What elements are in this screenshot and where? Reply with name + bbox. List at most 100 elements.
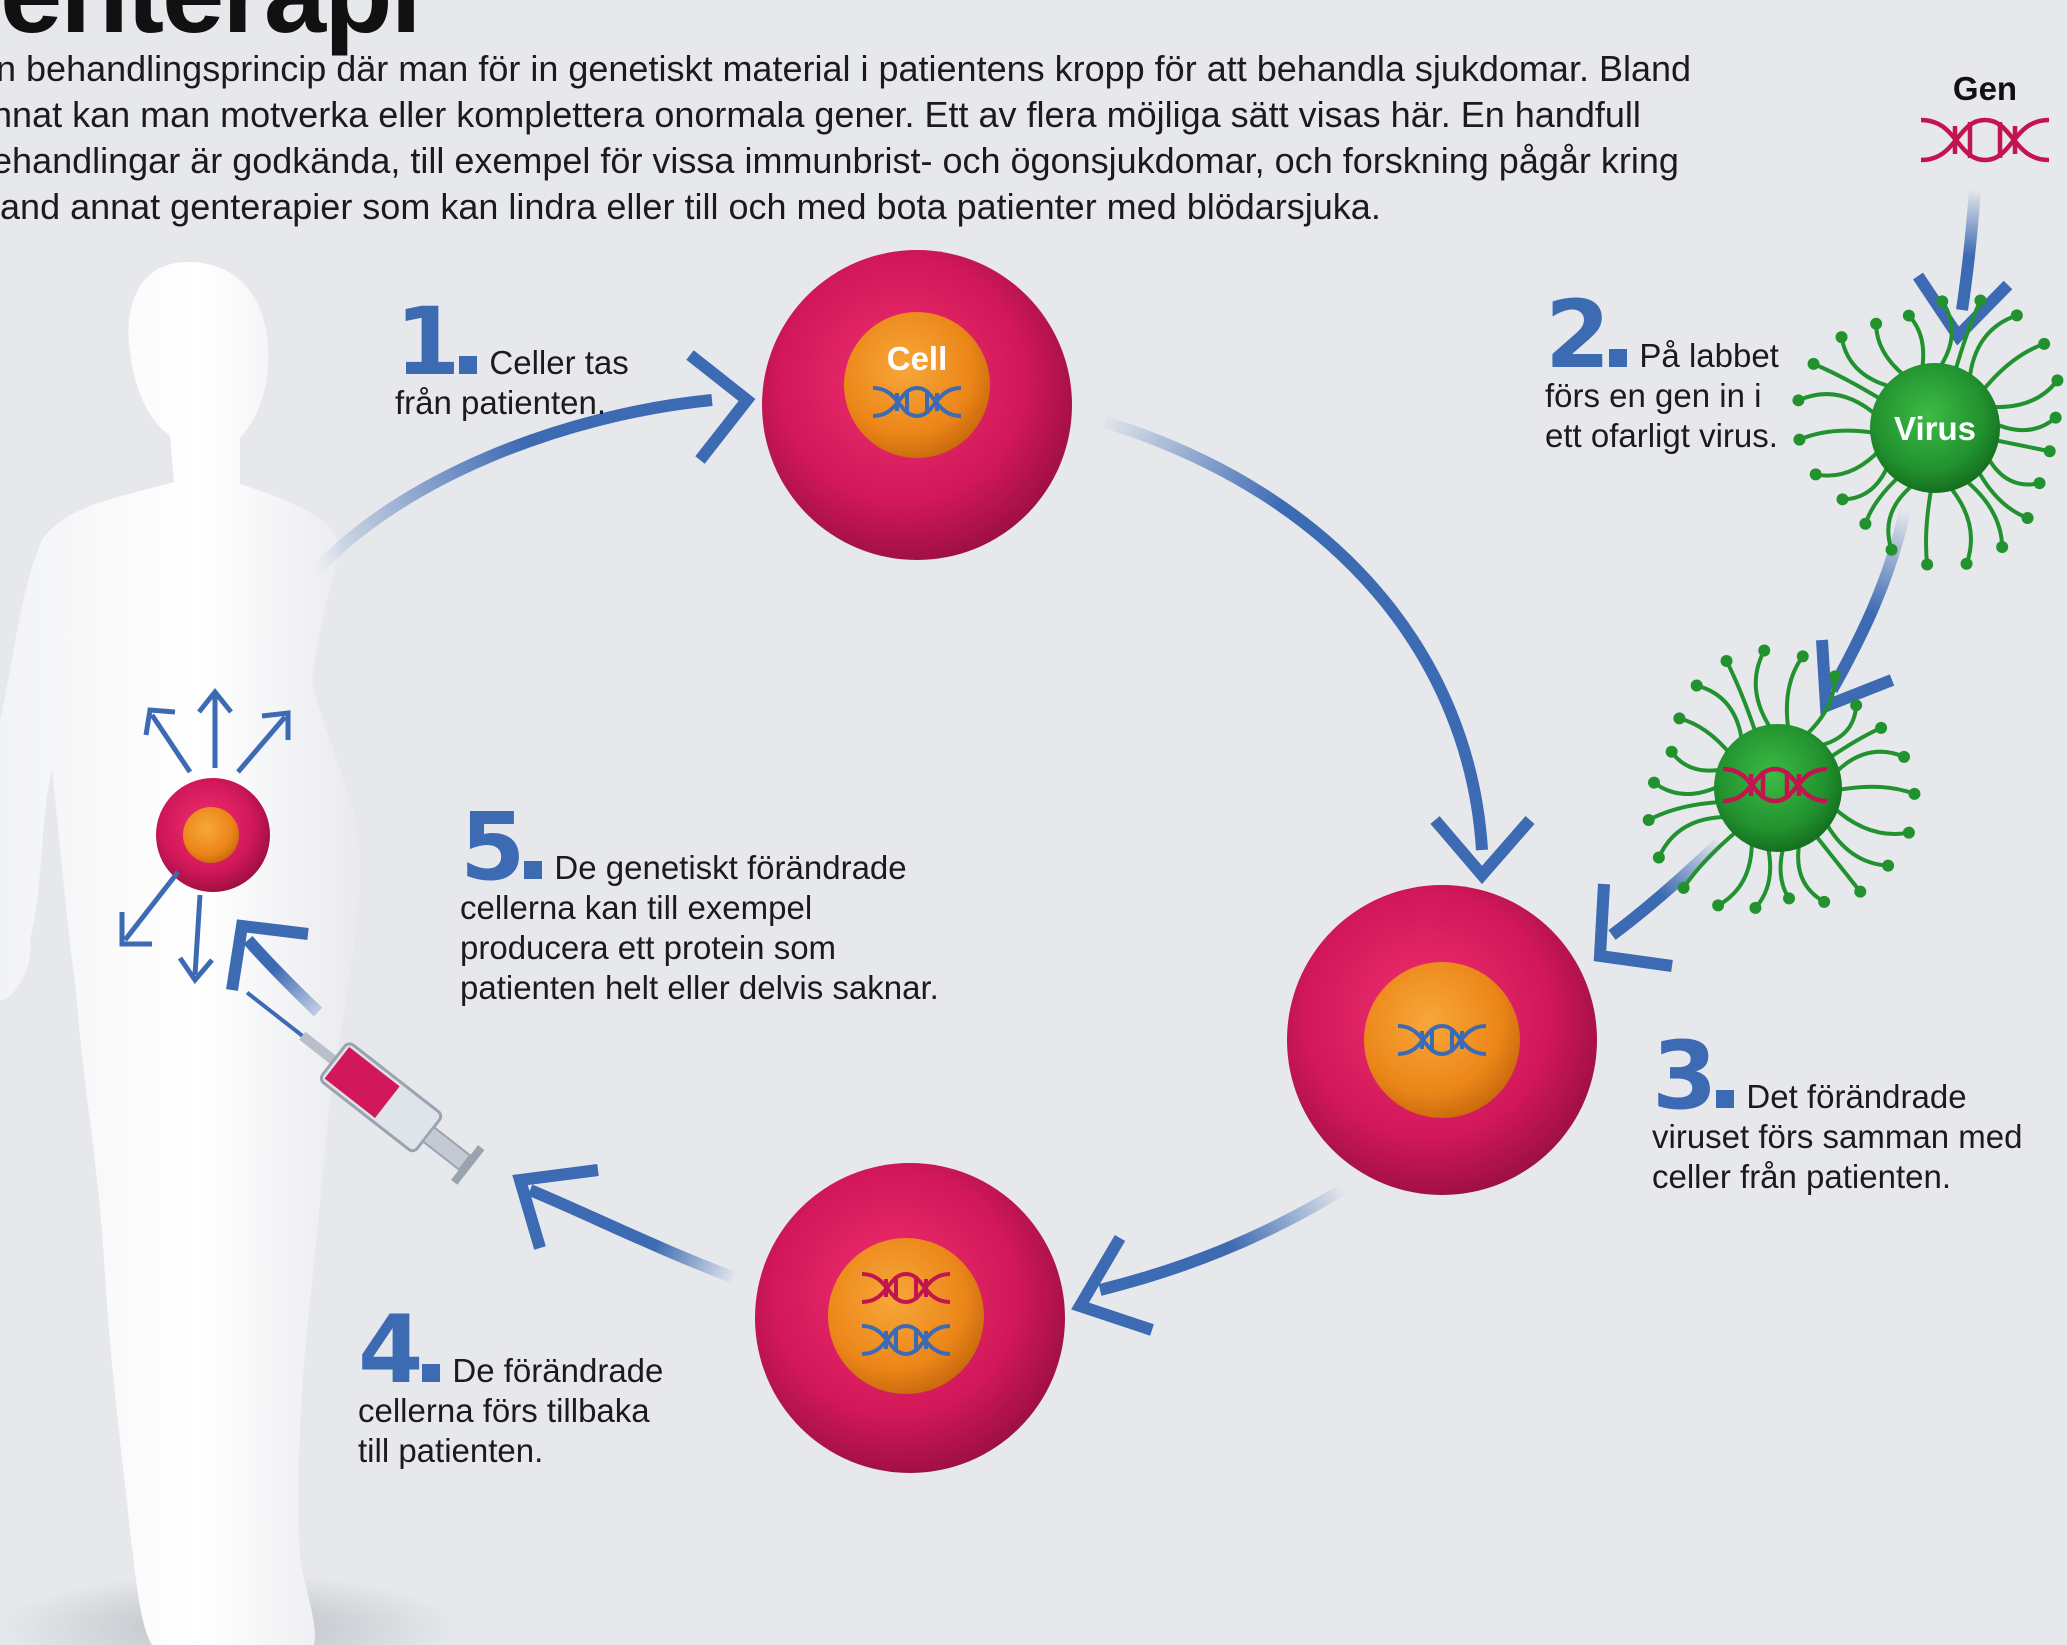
arrow-cycle-left [527, 1184, 738, 1284]
virus-spike-tip [1720, 654, 1733, 667]
virus-gene-icon [1722, 766, 1828, 804]
step-text: patienten helt eller delvis saknar. [460, 969, 939, 1006]
virus-spike [1874, 323, 1908, 379]
virus-spike-tip [1859, 517, 1872, 530]
virus-spike [1796, 841, 1826, 904]
virus-spike-tip [1796, 650, 1809, 663]
virus-spike-tip [1665, 745, 1678, 758]
step-number: 1 [395, 288, 460, 397]
virus-spike [1924, 486, 1934, 565]
virus-body [1870, 363, 2000, 493]
virus-spike [1670, 750, 1724, 773]
virus-spike [1989, 379, 2060, 410]
arrow-gene-to-virus [1956, 189, 1981, 311]
virus-spike [1797, 392, 1880, 418]
step-text: från patienten. [395, 384, 606, 421]
step-number: 3 [1652, 1022, 1717, 1131]
virus-spike [1946, 483, 1973, 565]
step-marker [524, 861, 543, 879]
intro-line: En behandlingsprincip där man för in gen… [0, 48, 1692, 89]
virus-spike [1696, 683, 1745, 744]
virus-label: Virus [1894, 410, 1976, 447]
virus-icon [1792, 294, 2064, 571]
virus-spike [1979, 341, 2045, 394]
virus-spike-tip [2021, 511, 2034, 524]
virus-spike-tip [1850, 699, 1863, 712]
virus-spike-tip [1690, 679, 1703, 692]
step-text: Det förändrade [1746, 1078, 1967, 1115]
virus-spike [1784, 655, 1805, 732]
virus-spike [1778, 844, 1791, 900]
virus-spike-tip [1885, 543, 1898, 556]
virus-spike-tip [1793, 433, 1806, 446]
virus-spike-tip [1936, 295, 1949, 308]
virus-spike-tip [1875, 721, 1888, 734]
virus-spike [1798, 428, 1878, 442]
virus-spike [1992, 416, 2057, 433]
arrow-step-5 [243, 936, 323, 1017]
arrowhead-cycle-bottom [1071, 1234, 1154, 1336]
step-text: producera ett protein som [460, 929, 837, 966]
virus-spike [1832, 749, 1905, 776]
virus-spike-tip [1996, 541, 2009, 554]
virus-spike [1678, 716, 1733, 757]
virus-spike [1952, 299, 1983, 374]
protein-release-arrows [119, 687, 291, 985]
step-text: De förändrade [452, 1352, 664, 1389]
virus-spike-tip [1712, 899, 1725, 912]
virus-spike [1991, 437, 2051, 454]
gene-dna-icon [1920, 117, 2050, 163]
virus-spike [1886, 481, 1917, 551]
virus-spike [1652, 781, 1722, 796]
virus-spike [1815, 447, 1882, 478]
virus-spike-tip [1828, 670, 1841, 683]
intro-line: behandlingar är godkända, till exempel f… [0, 140, 1679, 181]
virus-body [1714, 724, 1842, 852]
step-text: förs en gen in i [1545, 377, 1762, 414]
arrowhead-step-5 [226, 919, 309, 991]
virus-spike-tip [1758, 644, 1771, 657]
syringe-icon [245, 991, 485, 1185]
arrow-virus-to-modified [1826, 508, 1911, 693]
virus-spike-tip [1673, 712, 1686, 725]
virus-spike-tip [1908, 787, 1921, 800]
cell-label: Cell [886, 340, 948, 377]
virus-spike [1835, 784, 1916, 796]
virus-spike-tip [1783, 892, 1796, 905]
virus-spike-tip [2038, 337, 2051, 350]
virus-spike-tip [1809, 468, 1822, 481]
virus-spike-tip [1902, 826, 1915, 839]
virus-spike-tip [1902, 309, 1915, 322]
virus-spike [1724, 660, 1759, 736]
step-text: celler från patienten. [1652, 1158, 1952, 1195]
step-text: De genetiskt förändrade [554, 849, 907, 886]
arrowhead-cycle-right [1430, 816, 1535, 885]
virus-spike [1657, 815, 1729, 859]
arrow-virus-to-cell [1608, 837, 1725, 940]
virus-spike-tip [1836, 493, 1849, 506]
cell-step-1 [762, 250, 1072, 560]
arrow-cycle-bottom [1098, 1182, 1349, 1296]
virus-spike [1907, 314, 1926, 372]
virus-spike-tip [1749, 901, 1762, 914]
arrow-step-1 [310, 394, 713, 577]
arrowhead-cycle-left [512, 1164, 599, 1250]
flow-arrows [226, 189, 2013, 1336]
cell-step-3 [1287, 885, 1597, 1195]
virus-spike-tip [1648, 776, 1661, 789]
virus-spike-tip [1854, 885, 1867, 898]
step-number: 2 [1545, 281, 1610, 390]
virus-spike-tip [1898, 750, 1911, 763]
step-text: Celler tas [489, 344, 629, 381]
step-marker [1609, 349, 1628, 367]
virus-spike [1967, 313, 2018, 381]
virus-spike-tip [2033, 477, 2046, 490]
cell-in-body [156, 778, 270, 892]
virus-spike [1753, 844, 1773, 910]
virus-spike-tip [1642, 813, 1655, 826]
intro-line: annat kan man motverka eller komplettera… [0, 94, 1641, 135]
